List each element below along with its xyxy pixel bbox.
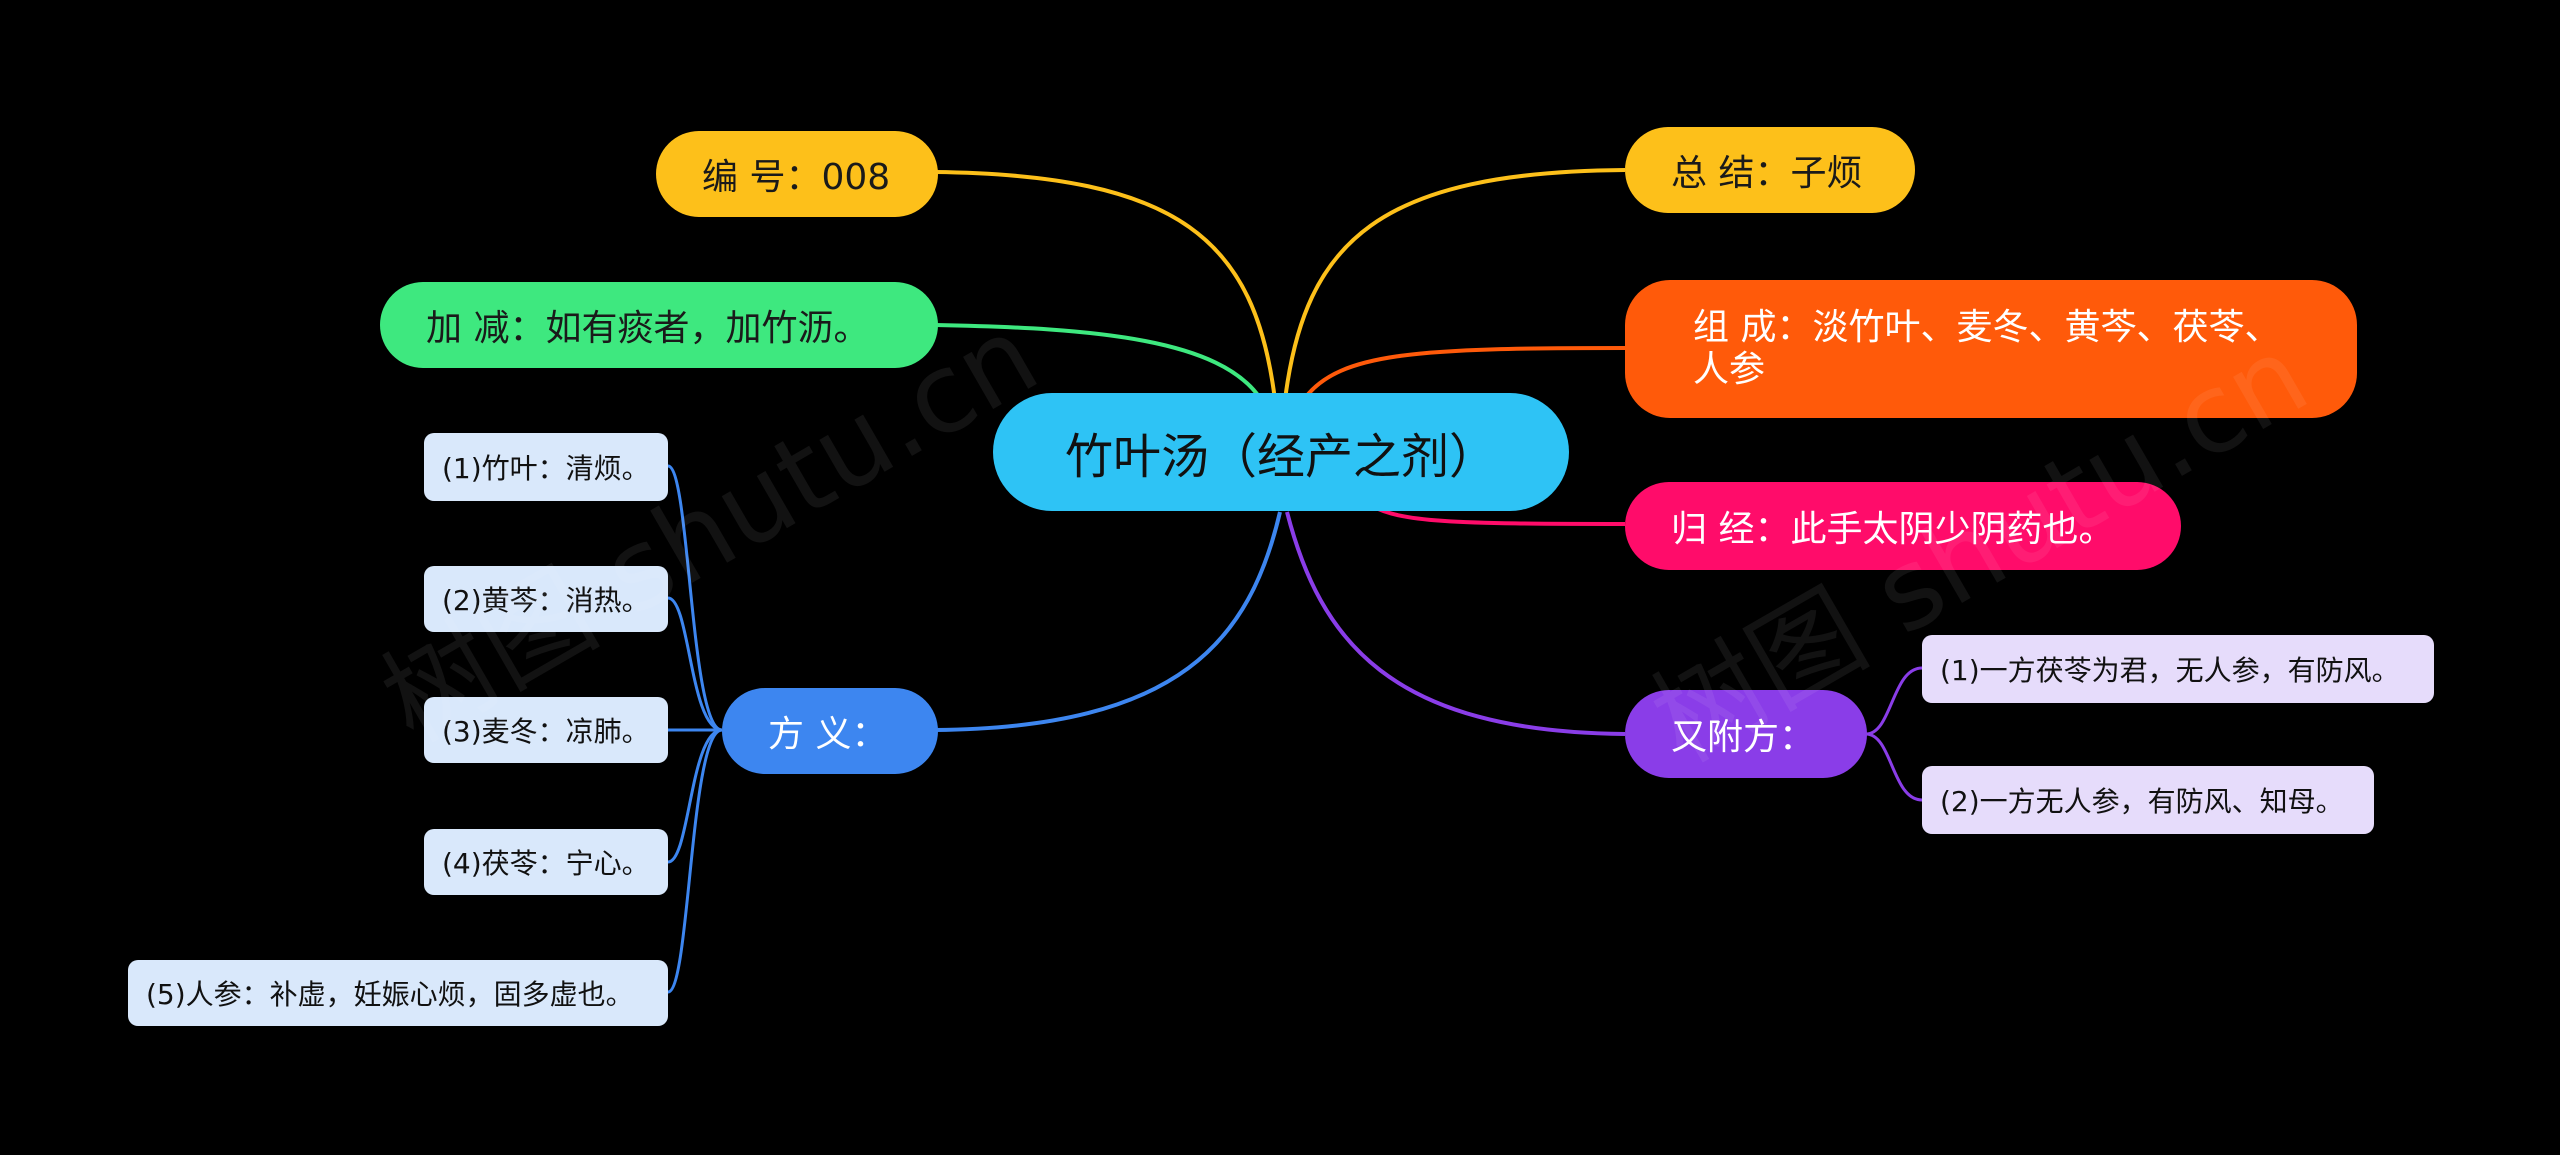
bracket-line-1 [667, 464, 723, 732]
branch-meaning-label: 方 义： [768, 714, 888, 755]
meaning-bracket [667, 464, 723, 994]
appended-item-1[interactable]: (1)一方茯苓为君，无人参，有防风。 [1922, 635, 2434, 703]
meaning-item-3-label: (3)麦冬：凉肺。 [442, 715, 650, 748]
bracket-line-b [1865, 732, 1923, 802]
meaning-item-5[interactable]: (5)人参：补虚，妊娠心烦，固多虚也。 [128, 960, 668, 1026]
branch-meridian-label: 归 经：此手太阴少阴药也。 [1671, 509, 2115, 550]
branch-modify-label: 加 减：如有痰者，加竹沥。 [426, 308, 870, 349]
branch-composition-label: 组 成：淡竹叶、麦冬、黄芩、茯苓、人参 [1693, 307, 2281, 390]
branch-summary[interactable]: 总 结：子烦 [1625, 127, 1915, 213]
branch-appended-label: 又附方： [1671, 717, 1816, 758]
branch-appended[interactable]: 又附方： [1625, 690, 1867, 778]
meaning-item-4-label: (4)茯苓：宁心。 [442, 847, 650, 880]
appended-item-2-label: (2)一方无人参，有防风、知母。 [1940, 785, 2344, 818]
appended-item-1-label: (1)一方茯苓为君，无人参，有防风。 [1940, 654, 2400, 687]
connector-appended [1285, 511, 1626, 736]
branch-summary-label: 总 结：子烦 [1671, 153, 1863, 194]
branch-composition[interactable]: 组 成：淡竹叶、麦冬、黄芩、茯苓、人参 [1625, 280, 2357, 418]
appended-item-2[interactable]: (2)一方无人参，有防风、知母。 [1922, 766, 2374, 834]
bracket-line-5 [667, 728, 723, 994]
meaning-item-2-label: (2)黄芩：消热。 [442, 584, 650, 617]
connector-meaning [934, 511, 1282, 732]
connector-composition [1303, 346, 1626, 400]
meaning-item-1[interactable]: (1)竹叶：清烦。 [424, 433, 668, 501]
branch-meridian[interactable]: 归 经：此手太阴少阴药也。 [1625, 482, 2181, 570]
meaning-item-5-label: (5)人参：补虚，妊娠心烦，固多虚也。 [146, 978, 634, 1011]
connector-modify [934, 323, 1262, 400]
root-topic[interactable]: 竹叶汤（经产之剂） [993, 393, 1569, 511]
bracket-line-2 [667, 596, 723, 732]
meaning-item-2[interactable]: (2)黄芩：消热。 [424, 566, 668, 632]
branch-meaning[interactable]: 方 义： [722, 688, 938, 774]
connector-number [934, 170, 1277, 401]
meaning-item-1-label: (1)竹叶：清烦。 [442, 452, 650, 485]
bracket-line-a [1865, 666, 1923, 736]
bracket-line-4 [667, 728, 723, 864]
branch-number[interactable]: 编 号：008 [656, 131, 938, 217]
meaning-item-4[interactable]: (4)茯苓：宁心。 [424, 829, 668, 895]
connector-summary [1283, 168, 1626, 401]
appended-bracket [1865, 666, 1923, 802]
root-label: 竹叶汤（经产之剂） [1064, 429, 1497, 485]
meaning-item-3[interactable]: (3)麦冬：凉肺。 [424, 697, 668, 763]
branch-number-label: 编 号：008 [702, 157, 891, 198]
branch-modify[interactable]: 加 减：如有痰者，加竹沥。 [380, 282, 938, 368]
